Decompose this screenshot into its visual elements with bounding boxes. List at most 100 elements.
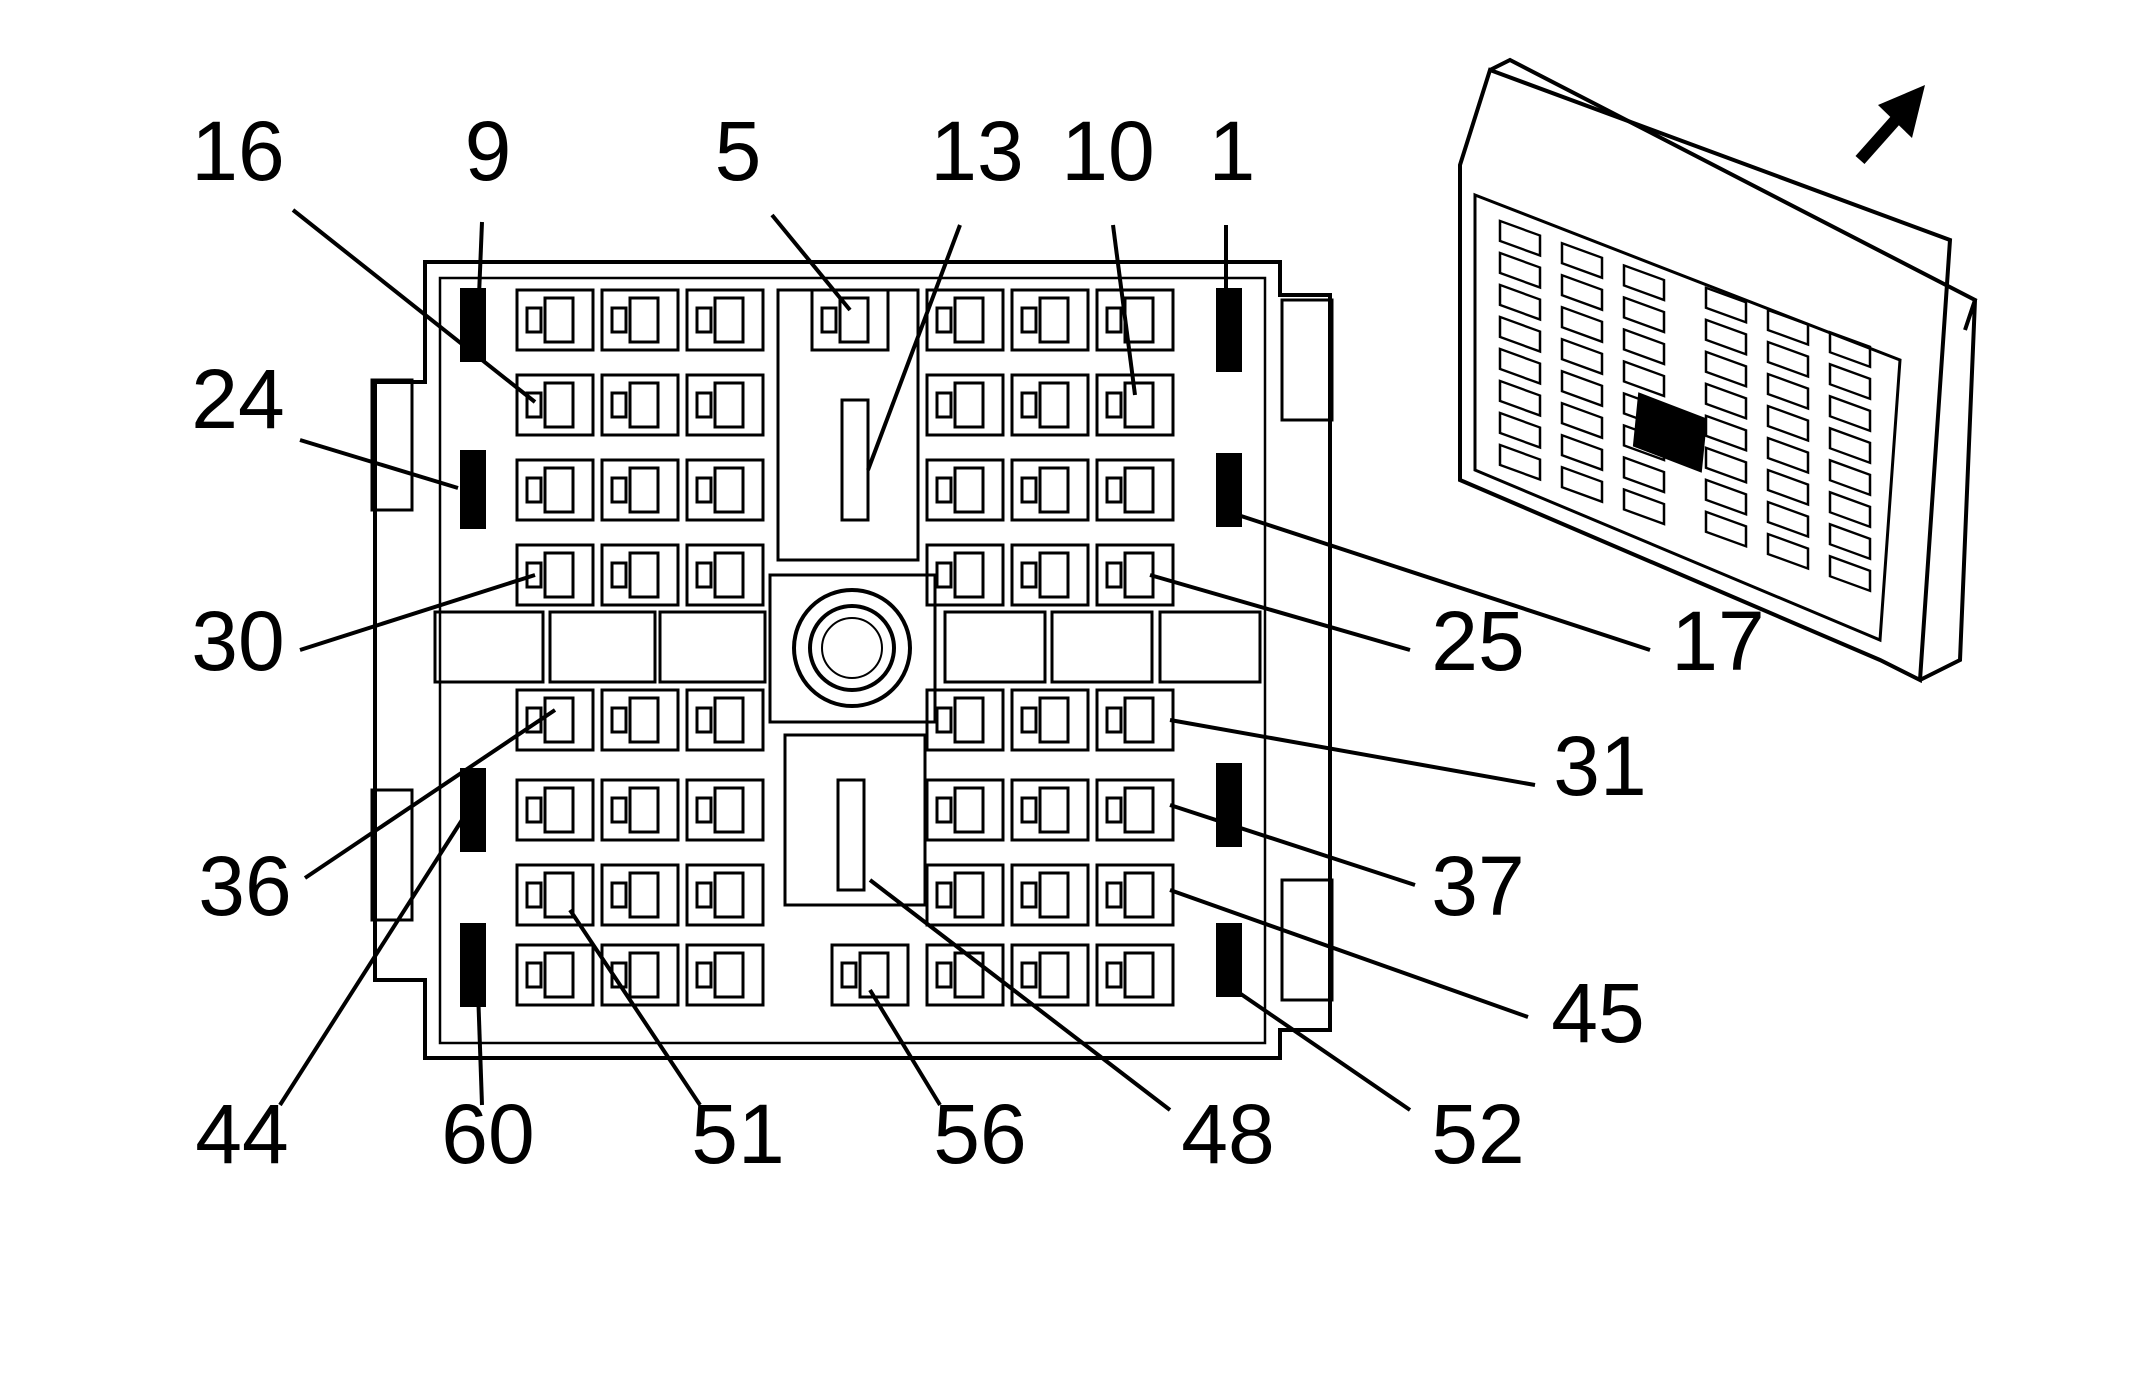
leader-line-44 bbox=[278, 818, 464, 1107]
callout-label-10: 10 bbox=[1061, 104, 1154, 198]
inset-face bbox=[1473, 192, 1902, 643]
callout-label-30: 30 bbox=[191, 594, 284, 688]
terminal-cavity bbox=[925, 863, 1005, 927]
leader-line-37 bbox=[1169, 803, 1416, 887]
inset-cavity bbox=[1828, 426, 1872, 465]
inset-cavity bbox=[1498, 315, 1542, 354]
leader-line-52 bbox=[1233, 988, 1412, 1112]
inset-cavity bbox=[1828, 394, 1872, 433]
leader-line-36 bbox=[303, 708, 557, 880]
callout-label-36: 36 bbox=[198, 839, 291, 933]
inset-cavity bbox=[1766, 372, 1810, 411]
inset-cavity bbox=[1704, 510, 1748, 549]
inset-cavity bbox=[1560, 401, 1604, 440]
inset-cavity bbox=[1498, 283, 1542, 322]
inset-cavity bbox=[1560, 465, 1604, 504]
inset-cavity bbox=[1828, 362, 1872, 401]
inset-cavity bbox=[1704, 478, 1748, 517]
callout-label-45: 45 bbox=[1551, 966, 1644, 1060]
terminal-cavity bbox=[925, 543, 1005, 607]
terminal-cavity bbox=[925, 373, 1005, 437]
leader-line-30 bbox=[299, 573, 536, 652]
leader-line-16 bbox=[291, 208, 537, 404]
terminal-cavity bbox=[1095, 458, 1175, 522]
leader-line-56 bbox=[868, 988, 942, 1107]
terminal-cavity bbox=[685, 688, 765, 752]
inset-cavity bbox=[1498, 379, 1542, 418]
terminal-cavity bbox=[600, 543, 680, 607]
arrow-icon bbox=[1855, 85, 1925, 164]
inset-cavity bbox=[1828, 458, 1872, 497]
terminal-cavity bbox=[925, 688, 1005, 752]
terminal-cavity bbox=[1095, 778, 1175, 842]
leader-line-31 bbox=[1169, 718, 1536, 787]
inset-cavity bbox=[1704, 414, 1748, 453]
inset-center-boss bbox=[1632, 392, 1708, 473]
inset-cavity bbox=[1498, 251, 1542, 290]
terminal-cavity bbox=[515, 863, 595, 927]
leader-line-45 bbox=[1169, 888, 1529, 1019]
inset-cavity bbox=[1560, 241, 1604, 280]
inset-cavity bbox=[1704, 382, 1748, 421]
callout-label-48: 48 bbox=[1181, 1087, 1274, 1181]
terminal-cavity bbox=[1010, 373, 1090, 437]
leader-line-51 bbox=[568, 908, 702, 1107]
inset-cavity bbox=[1560, 433, 1604, 472]
leader-line-10 bbox=[1111, 224, 1137, 396]
terminal-cavity bbox=[600, 373, 680, 437]
terminal-cavity bbox=[1095, 863, 1175, 927]
terminal-cavity bbox=[1095, 288, 1175, 352]
terminal-cavity bbox=[1095, 943, 1175, 1007]
inset-cavity bbox=[1766, 532, 1810, 571]
terminal-cavity bbox=[685, 863, 765, 927]
terminal-cavity bbox=[685, 288, 765, 352]
terminal-cavity bbox=[1010, 288, 1090, 352]
inset-top-edge bbox=[1489, 57, 1978, 331]
terminal-cavity bbox=[1010, 778, 1090, 842]
terminal-cavity bbox=[685, 458, 765, 522]
terminal-cavity bbox=[515, 373, 595, 437]
callout-leader-lines bbox=[278, 208, 1651, 1112]
leader-line-17 bbox=[1237, 513, 1651, 652]
callout-label-56: 56 bbox=[933, 1087, 1026, 1181]
inset-cavity bbox=[1622, 295, 1666, 334]
terminal-cavity bbox=[830, 943, 910, 1007]
terminal-cavity bbox=[600, 863, 680, 927]
terminal-cavity bbox=[515, 778, 595, 842]
terminal-cavity bbox=[1010, 863, 1090, 927]
inset-cavity bbox=[1622, 423, 1666, 462]
terminal-cavity bbox=[1010, 688, 1090, 752]
inset-cavity bbox=[1766, 404, 1810, 443]
inset-cavity bbox=[1766, 308, 1810, 347]
terminal-cavity bbox=[515, 543, 595, 607]
terminal-cavity bbox=[515, 458, 595, 522]
inset-cavity bbox=[1828, 522, 1872, 561]
callout-label-5: 5 bbox=[715, 104, 762, 198]
terminal-cavity bbox=[685, 778, 765, 842]
terminal-cavity bbox=[925, 288, 1005, 352]
terminal-cavity bbox=[515, 688, 595, 752]
leader-line-25 bbox=[1149, 573, 1411, 652]
inset-cavity bbox=[1498, 219, 1542, 258]
inset-cavity bbox=[1622, 359, 1666, 398]
inset-cavity bbox=[1498, 347, 1542, 386]
callout-label-1: 1 bbox=[1209, 104, 1256, 198]
terminal-cavity bbox=[1010, 458, 1090, 522]
terminal-cavity bbox=[810, 288, 890, 352]
terminal-cavity bbox=[925, 778, 1005, 842]
inset-cavity bbox=[1704, 318, 1748, 357]
inset-cavity bbox=[1622, 487, 1666, 526]
inset-cavity bbox=[1498, 443, 1542, 482]
callout-label-17: 17 bbox=[1671, 594, 1764, 688]
callout-label-24: 24 bbox=[191, 352, 284, 446]
inset-cavity bbox=[1560, 369, 1604, 408]
inset-cavity bbox=[1828, 554, 1872, 593]
leader-line-48 bbox=[868, 878, 1172, 1112]
terminal-cavity bbox=[515, 288, 595, 352]
inset-cavity bbox=[1766, 500, 1810, 539]
callout-label-16: 16 bbox=[191, 104, 284, 198]
callout-label-25: 25 bbox=[1431, 594, 1524, 688]
leader-line-13 bbox=[866, 224, 962, 471]
inset-cavity bbox=[1704, 446, 1748, 485]
